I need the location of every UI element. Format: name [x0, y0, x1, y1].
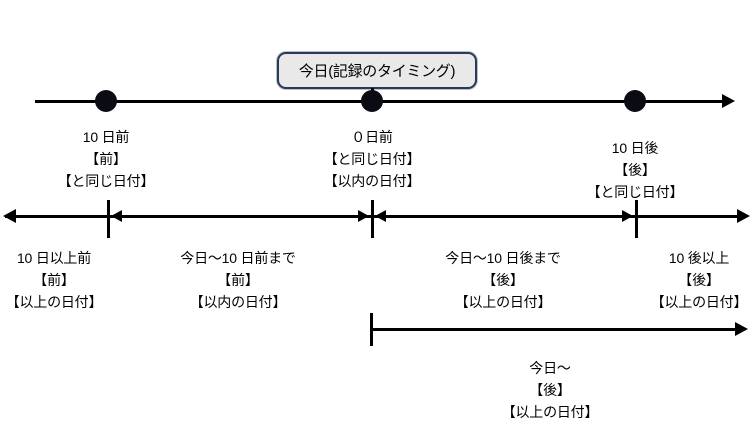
- timeline-dot-10-days-after: [624, 90, 646, 112]
- label-line-3: 【以上の日付】: [501, 404, 599, 420]
- bottom-range-arrowhead-right-icon: [735, 322, 748, 336]
- label-point-0-days-before: ０日前 【と同じ日付】 【以内の日付】: [272, 126, 472, 192]
- today-callout-box: 今日(記録のタイミング): [277, 52, 477, 89]
- label-line-1: ０日前: [351, 129, 393, 145]
- label-bottom-range-today-onward: 今日～ 【後】 【以上の日付】: [460, 357, 640, 423]
- range-tick-10-days-before: [107, 200, 110, 238]
- label-range-today-to-10-days-after: 今日～10 日後まで 【後】 【以上の日付】: [398, 247, 608, 313]
- label-line-1: 今日～10 日後まで: [445, 250, 561, 266]
- label-line-1: 今日～10 日前まで: [180, 250, 296, 266]
- label-line-2: 【後】: [482, 272, 524, 288]
- label-line-3: 【以上の日付】: [5, 294, 103, 310]
- main-timeline-arrowhead-right-icon: [722, 94, 735, 108]
- label-line-1: 今日～: [529, 360, 571, 376]
- label-line-2: 【後】: [614, 162, 656, 178]
- range-arrowhead-left-of-segment-3-icon: [375, 210, 386, 222]
- range-arrowhead-right-of-segment-2-icon: [358, 210, 369, 222]
- label-line-2: 【後】: [678, 272, 720, 288]
- label-line-2: 【前】: [217, 272, 259, 288]
- label-line-1: 10 日後: [611, 140, 659, 156]
- label-line-3: 【以内の日付】: [189, 294, 287, 310]
- range-axis-arrowhead-far-left-icon: [3, 209, 16, 223]
- label-line-3: 【と同じ日付】: [586, 184, 684, 200]
- range-arrowhead-left-of-segment-2-icon: [111, 210, 122, 222]
- timeline-dot-0-days-before: [361, 90, 383, 112]
- label-line-3: 【以上の日付】: [454, 294, 552, 310]
- range-tick-today: [371, 200, 374, 238]
- label-line-1: 10 日前: [82, 129, 130, 145]
- label-point-10-days-before: 10 日前 【前】 【と同じ日付】: [6, 126, 206, 192]
- today-callout-label: 今日(記録のタイミング): [298, 63, 456, 80]
- label-line-2: 【前】: [33, 272, 75, 288]
- range-axis-arrowhead-far-right-icon: [737, 209, 750, 223]
- label-range-today-to-10-days-before: 今日～10 日前まで 【前】 【以内の日付】: [133, 247, 343, 313]
- bottom-range-line: [370, 328, 738, 331]
- label-line-2: 【と同じ日付】: [323, 151, 421, 167]
- label-line-3: 【と同じ日付】: [57, 173, 155, 189]
- label-line-1: 10 日以上前: [16, 250, 92, 266]
- label-range-more-than-10-after: 10 後以上 【後】 【以上の日付】: [645, 247, 753, 313]
- label-line-1: 10 後以上: [668, 250, 730, 266]
- label-point-10-days-after: 10 日後 【後】 【と同じ日付】: [535, 137, 735, 203]
- range-tick-10-days-after: [635, 200, 638, 238]
- label-range-more-than-10-days-before: 10 日以上前 【前】 【以上の日付】: [0, 247, 108, 313]
- timeline-dot-10-days-before: [95, 90, 117, 112]
- range-arrowhead-right-of-segment-3-icon: [622, 210, 633, 222]
- label-line-3: 【以内の日付】: [323, 173, 421, 189]
- label-line-3: 【以上の日付】: [650, 294, 748, 310]
- label-line-2: 【前】: [85, 151, 127, 167]
- label-line-2: 【後】: [529, 382, 571, 398]
